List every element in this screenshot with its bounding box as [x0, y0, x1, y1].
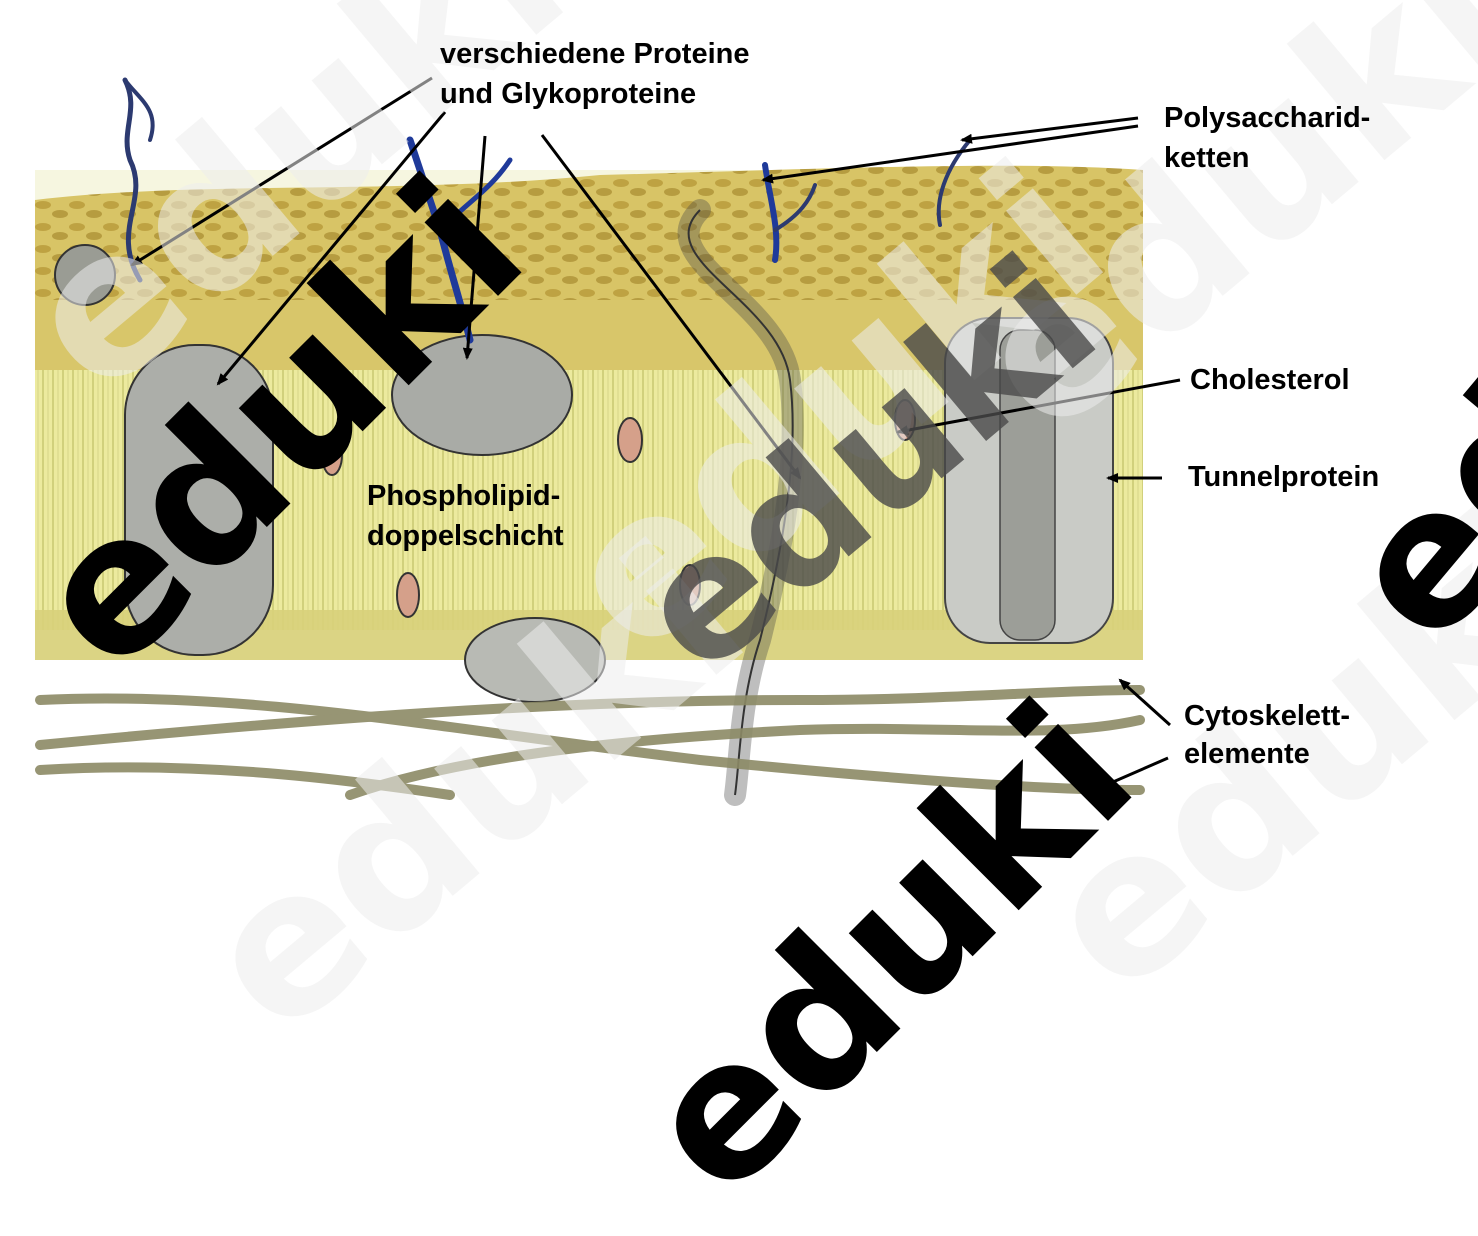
- outer-glycocalyx-layer: [35, 165, 1143, 300]
- tunnel-channel: [999, 329, 1056, 641]
- label-cholesterol: Cholesterol: [1190, 364, 1350, 396]
- arrow-cytoskeleton-2: [1088, 756, 1169, 794]
- glycoprotein-center: [391, 334, 573, 456]
- transmembrane-protein-outline: [687, 209, 794, 796]
- membrane-diagram: [35, 76, 1181, 806]
- arrow-cytoskeleton-1: [1118, 678, 1172, 727]
- label-cytoskeleton-line1: Cytoskelett-: [1184, 700, 1350, 732]
- label-proteins-line1: verschiedene Proteine: [440, 38, 750, 70]
- arrow-polysaccharide-1: [960, 116, 1139, 144]
- small-protein-top-left: [54, 244, 116, 306]
- cholesterol-molecules: [321, 399, 916, 618]
- arrow-proteins-3: [462, 135, 487, 360]
- label-proteins-line2: und Glykoproteine: [440, 78, 697, 110]
- label-phospholipid-line1: Phospholipid-: [367, 480, 561, 512]
- label-polysaccharide-line2: ketten: [1164, 142, 1250, 174]
- arrow-proteins-1: [130, 76, 433, 267]
- label-cytoskeleton-line2: elemente: [1184, 738, 1310, 770]
- callout-lines: [130, 76, 1181, 794]
- arrow-polysaccharide-2: [761, 124, 1139, 184]
- label-tunnel-protein: Tunnelprotein: [1188, 461, 1380, 493]
- protein-left-tall: [124, 344, 274, 656]
- label-phospholipid-line2: doppelschicht: [367, 520, 564, 552]
- cytoskeleton-filaments: [35, 685, 1145, 800]
- arrow-proteins-2: [216, 111, 447, 386]
- label-polysaccharide-line1: Polysaccharid-: [1164, 102, 1371, 134]
- arrow-proteins-4: [540, 134, 802, 480]
- arrow-cholesterol: [896, 378, 1181, 436]
- membrane-illustration: [35, 77, 1145, 806]
